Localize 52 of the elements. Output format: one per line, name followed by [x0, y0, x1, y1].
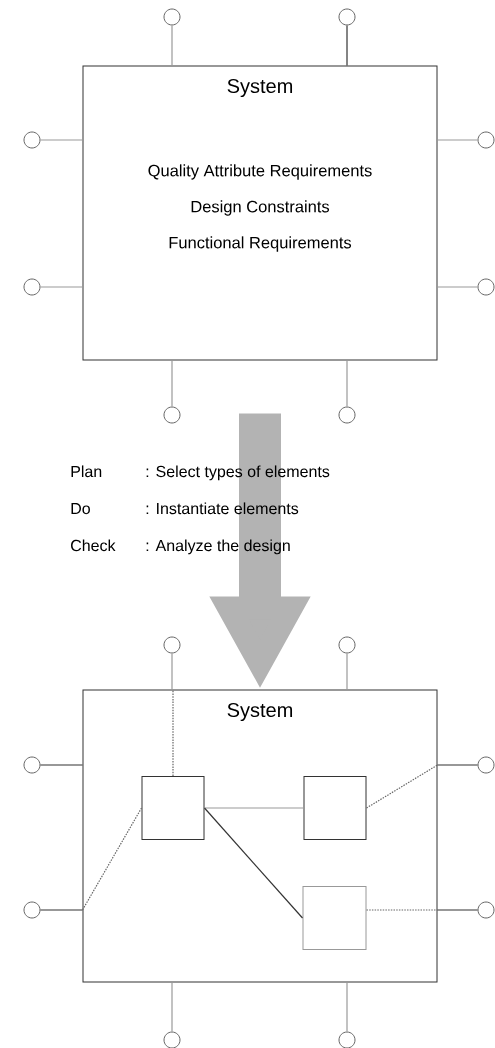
connector-line: [171, 981, 173, 1033]
port-circle: [23, 278, 41, 296]
requirement-text: Functional Requirements: [169, 236, 352, 252]
connector-line: [171, 359, 173, 408]
requirement-text: Design Constraints: [191, 200, 330, 216]
connector-line: [81, 807, 143, 911]
component-box: [303, 776, 367, 840]
port-circle: [338, 406, 356, 424]
system-box: [82, 65, 438, 361]
port-circle: [477, 131, 495, 149]
port-circle: [163, 406, 181, 424]
connector-line: [346, 24, 348, 67]
connector-line: [436, 909, 479, 911]
port-circle: [477, 278, 495, 296]
connector-line: [172, 688, 174, 777]
connector-line: [346, 652, 348, 691]
connector-line: [436, 764, 479, 766]
port-circle: [23, 901, 41, 919]
connector-line: [436, 286, 479, 288]
box-title: System: [227, 702, 292, 722]
connector-line: [203, 807, 304, 919]
port-circle: [338, 636, 356, 654]
requirement-text: Quality Attribute Requirements: [148, 164, 372, 180]
port-circle: [477, 756, 495, 774]
step-name: Check: [71, 539, 116, 552]
connector-line: [39, 764, 84, 766]
connector-line: [203, 807, 305, 809]
connector-line: [39, 139, 84, 141]
box-title: System: [227, 78, 292, 98]
step-description: : Select types of elements: [146, 465, 330, 481]
connector-line: [346, 981, 348, 1033]
step-description: : Instantiate elements: [146, 502, 299, 515]
connector-line: [365, 909, 439, 911]
connector-line: [171, 652, 173, 691]
step-description: : Analyze the design: [146, 539, 290, 555]
system-box: [82, 689, 438, 983]
port-circle: [477, 901, 495, 919]
port-circle: [163, 636, 181, 654]
step-name: Do: [71, 503, 90, 515]
port-circle: [23, 756, 41, 774]
component-box: [141, 776, 205, 840]
component-box: [302, 886, 367, 950]
step-name: Plan: [71, 465, 102, 478]
connector-line: [365, 764, 439, 809]
port-circle: [23, 131, 41, 149]
port-circle: [338, 8, 356, 26]
connector-line: [39, 909, 84, 911]
port-circle: [163, 8, 181, 26]
connector-line: [436, 139, 479, 141]
connector-line: [171, 24, 173, 67]
connector-line: [39, 286, 84, 288]
connector-line: [346, 359, 348, 408]
